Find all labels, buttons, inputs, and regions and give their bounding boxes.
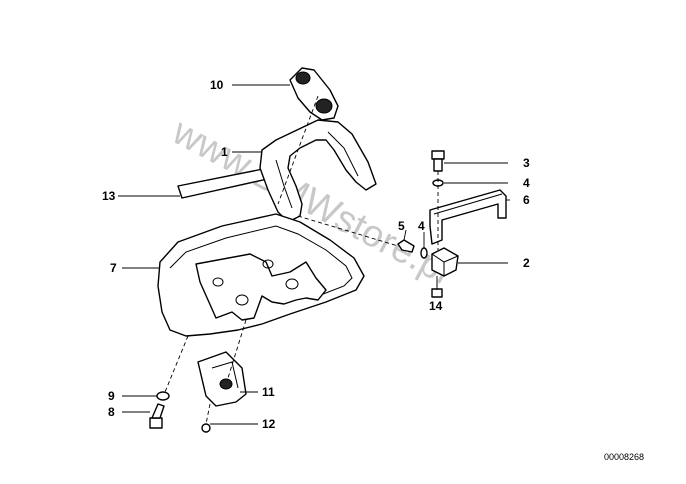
leader-lines xyxy=(118,84,510,425)
part-2-clip xyxy=(431,247,459,277)
part-7-tray xyxy=(157,213,365,337)
reference-number: 00008268 xyxy=(604,452,644,462)
callout-8: 8 xyxy=(108,405,115,419)
callout-10: 10 xyxy=(210,78,224,92)
callout-9: 9 xyxy=(108,389,115,403)
callout-3: 3 xyxy=(523,156,530,170)
callout-11: 11 xyxy=(262,385,275,399)
callout-13: 13 xyxy=(102,189,116,203)
part-3-bolt xyxy=(431,150,445,172)
callout-2: 2 xyxy=(523,256,530,270)
callout-labels: 10 1 13 7 3 4 6 2 5 4 14 9 8 11 12 xyxy=(102,78,530,431)
part-10-rubber-mount xyxy=(289,67,339,121)
part-6-bracket xyxy=(429,189,507,245)
callout-5: 5 xyxy=(398,219,405,233)
callout-7: 7 xyxy=(110,261,117,275)
callout-1: 1 xyxy=(221,145,228,159)
part-11-holder xyxy=(197,351,247,407)
part-4-washer-lower xyxy=(420,247,428,259)
part-5-bolt xyxy=(397,239,415,253)
part-12-screw xyxy=(201,423,211,433)
callout-12: 12 xyxy=(262,417,276,431)
assembly-lines xyxy=(164,95,439,425)
callout-4-upper: 4 xyxy=(523,176,530,190)
part-14-nut xyxy=(431,288,443,298)
callout-6: 6 xyxy=(523,193,530,207)
part-9-washer xyxy=(156,391,170,401)
part-8-bolt xyxy=(149,403,165,429)
callout-4-lower: 4 xyxy=(418,219,425,233)
callout-14: 14 xyxy=(429,299,443,313)
